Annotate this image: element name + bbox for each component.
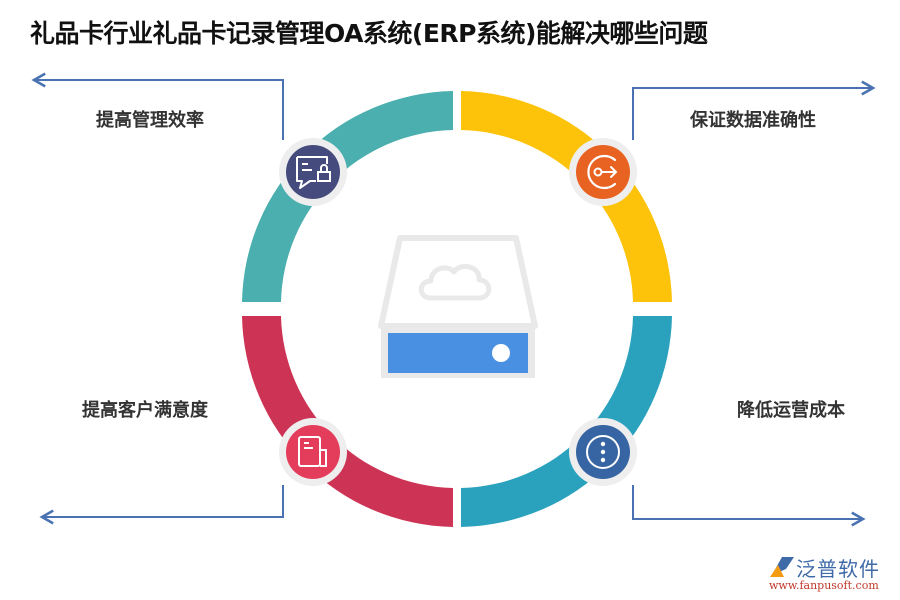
ring-segment-top-right xyxy=(461,91,672,302)
connector-top-left xyxy=(31,72,284,140)
connector-top-right xyxy=(632,80,876,140)
connector-bottom-left xyxy=(39,485,284,525)
connector-bottom-right xyxy=(632,485,866,527)
label-improve-management-efficiency: 提高管理效率 xyxy=(96,110,204,131)
message-lock-icon xyxy=(279,138,347,206)
ring-segment-bottom-left xyxy=(242,316,453,527)
more-options-icon xyxy=(569,418,637,486)
label-improve-customer-satisfaction: 提高客户满意度 xyxy=(82,400,208,421)
logo-url: www.fanpusoft.com xyxy=(769,579,879,592)
document-icon xyxy=(279,418,347,486)
ring-segment-top-left xyxy=(242,91,453,302)
logo-mark-icon xyxy=(770,557,794,577)
ring-segment-bottom-right xyxy=(461,316,672,527)
key-exit-icon xyxy=(569,138,637,206)
label-reduce-operating-costs: 降低运营成本 xyxy=(737,400,845,421)
cloud-storage-drive-icon xyxy=(378,235,538,378)
label-ensure-data-accuracy: 保证数据准确性 xyxy=(690,110,816,131)
logo-name: 泛普软件 xyxy=(796,557,880,581)
page-title: 礼品卡行业礼品卡记录管理OA系统(ERP系统)能解决哪些问题 xyxy=(30,19,708,48)
brand-logo: 泛普软件 www.fanpusoft.com xyxy=(766,553,896,597)
